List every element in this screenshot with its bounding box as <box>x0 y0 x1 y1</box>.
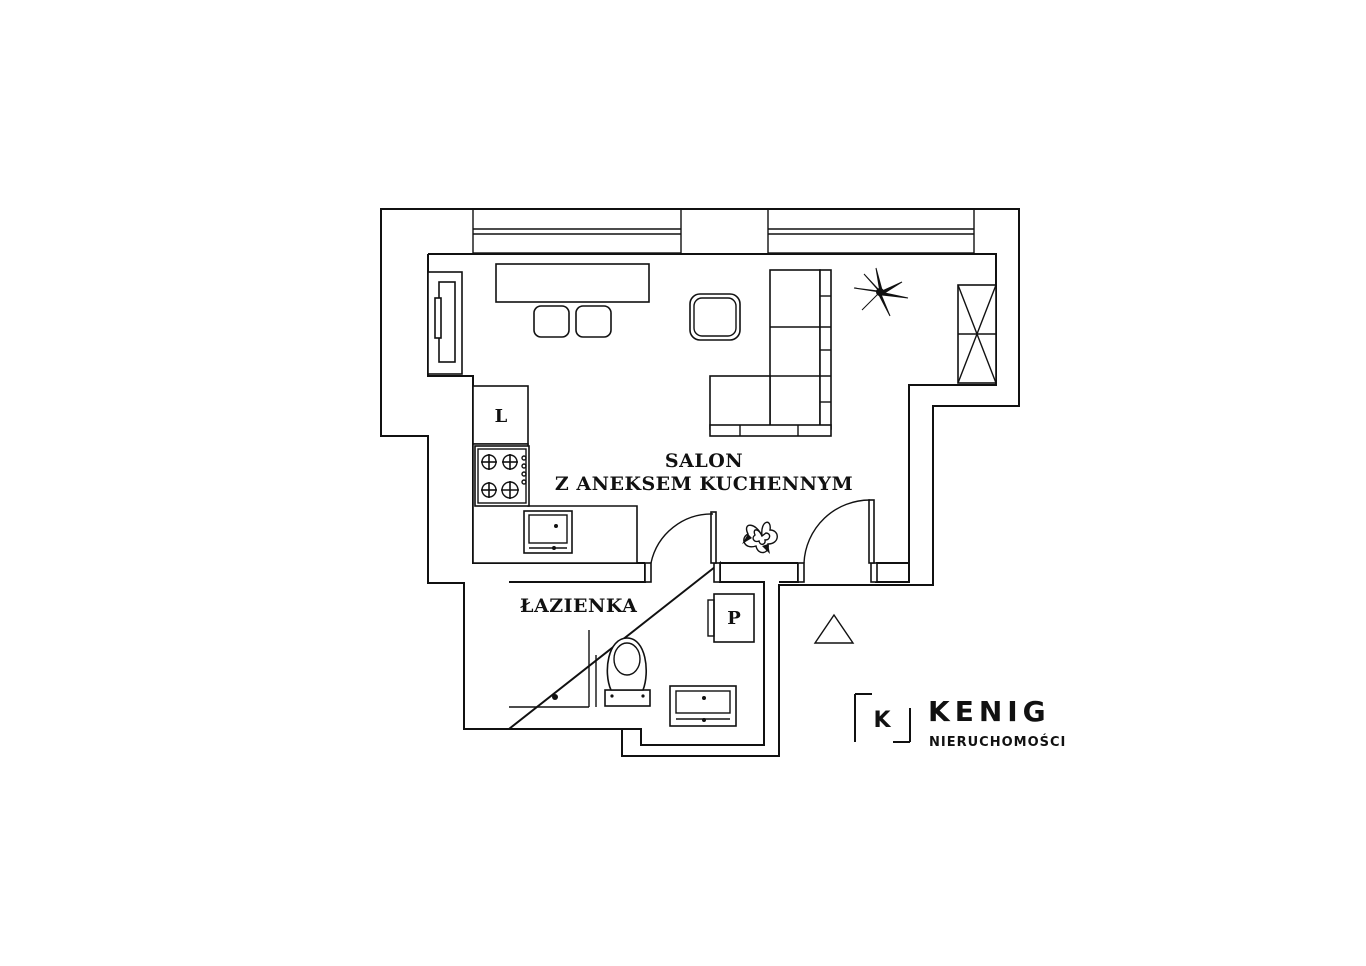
window-left <box>472 208 682 254</box>
wardrobe <box>957 284 997 384</box>
logo-name: KENIG <box>928 695 1051 728</box>
outer-wall <box>380 208 1020 757</box>
stool-right <box>575 305 612 338</box>
bar-counter <box>495 263 650 303</box>
kenig-logo: K KENIG NIERUCHOMOŚCI <box>854 693 1066 750</box>
entrance-triangle-icon <box>813 613 855 644</box>
room-label-salon: SALON <box>665 450 743 472</box>
plant-icon <box>853 267 909 317</box>
stool-left <box>533 305 570 338</box>
corner-sofa <box>709 269 832 437</box>
room-label-salon-subtitle: Z ANEKSEM KUCHENNYM <box>555 473 853 495</box>
door-bathroom <box>644 511 721 583</box>
fridge <box>472 385 529 445</box>
toilet-icon <box>604 637 651 707</box>
coffee-table <box>689 293 741 341</box>
washing-machine <box>707 593 755 643</box>
washer-label: P <box>727 608 741 629</box>
fridge-label: L <box>495 406 508 427</box>
shower-tray <box>509 630 597 708</box>
logo-mark-letter: K <box>873 708 891 733</box>
window-right <box>767 208 975 254</box>
hall-wall-segment <box>720 562 910 583</box>
room-label-bathroom: ŁAZIENKA <box>520 595 637 617</box>
sink-icon <box>523 510 573 554</box>
salon-inner-wall <box>428 253 997 564</box>
washbasin <box>669 685 737 727</box>
logo-subtitle: NIERUCHOMOŚCI <box>929 734 1066 750</box>
door-entrance <box>797 499 878 583</box>
succulent-icon <box>742 521 778 554</box>
gas-burner-icon <box>474 445 530 507</box>
tv-unit <box>427 271 463 375</box>
